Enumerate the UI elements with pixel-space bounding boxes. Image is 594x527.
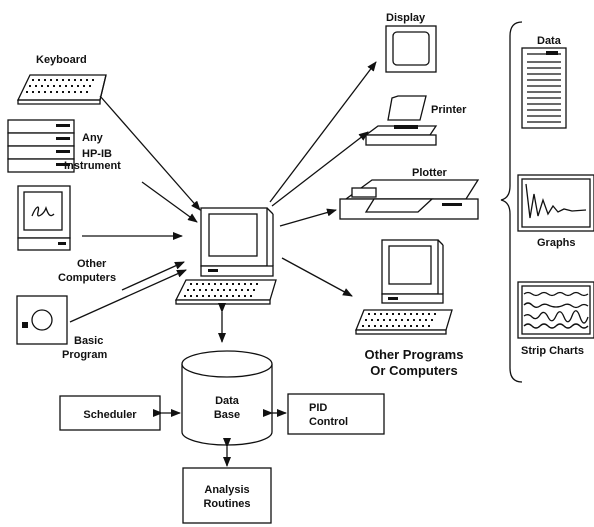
instrument-any-label: Any	[82, 132, 104, 144]
keyboard-icon	[16, 74, 107, 105]
graphs-label: Graphs	[537, 237, 576, 249]
connection-arrows	[69, 61, 377, 467]
pid-label-2: Control	[309, 416, 348, 428]
program-label: Program	[62, 349, 107, 361]
instrument-hpib-label: HP-IB	[82, 148, 112, 160]
data-label: Data	[537, 35, 562, 47]
remote-computer-icon	[355, 239, 453, 335]
keyboard-label: Keyboard	[36, 54, 87, 66]
plotter-icon	[339, 179, 480, 220]
display-icon	[385, 25, 437, 73]
pid-control-box	[287, 393, 385, 435]
graph-icon	[517, 174, 594, 232]
printer-icon	[364, 95, 438, 146]
analysis-label-1: Analysis	[204, 484, 249, 496]
instrument-icon	[7, 119, 75, 173]
pid-label-1: PID	[309, 402, 327, 414]
other-computers-label-1: Other	[77, 258, 107, 270]
strip-charts-label: Strip Charts	[521, 345, 584, 357]
strip-chart-icon	[517, 281, 594, 339]
analysis-label-2: Routines	[203, 498, 250, 510]
other-programs-label-2: Or Computers	[370, 363, 457, 378]
database-label-1: Data	[215, 395, 240, 407]
scheduler-box	[59, 395, 161, 431]
database-label-2: Base	[214, 409, 240, 421]
plotter-label: Plotter	[412, 167, 448, 179]
basic-label: Basic	[74, 335, 103, 347]
other-computers-label-2: Computers	[58, 272, 116, 284]
central-computer-icon	[174, 207, 277, 305]
instrument-label: Instrument	[64, 160, 121, 172]
analysis-box	[182, 467, 272, 524]
disk-icon	[16, 295, 68, 345]
other-computer-icon	[17, 185, 71, 251]
display-label: Display	[386, 12, 426, 24]
output-bracket	[500, 21, 523, 383]
other-programs-label-1: Other Programs	[365, 347, 464, 362]
scheduler-label: Scheduler	[83, 409, 137, 421]
data-report-icon	[521, 47, 567, 129]
printer-label: Printer	[431, 104, 467, 116]
